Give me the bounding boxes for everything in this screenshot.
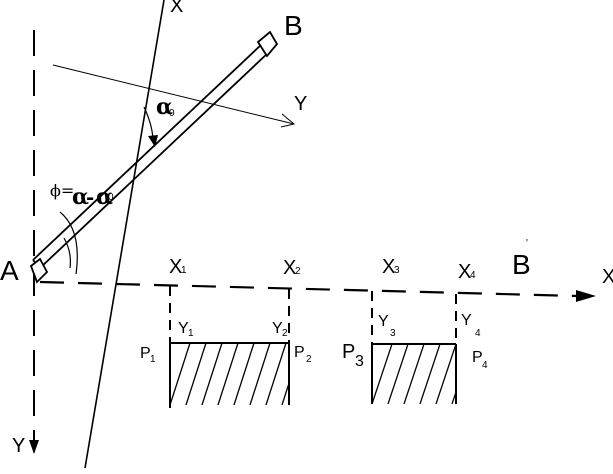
foundation-block-p3-p4: [371, 343, 457, 404]
label-y-axis: Y: [12, 435, 25, 457]
label-p1-sub: 1: [150, 354, 156, 365]
dashed-drop-lines: [169, 286, 457, 344]
label-a: A: [0, 255, 19, 286]
vertical-y-axis: [29, 30, 39, 454]
label-y-rotated: Y: [294, 93, 307, 115]
label-x-axis: X: [602, 266, 613, 288]
label-b-rod: B: [284, 10, 303, 41]
label-phi-alpha0-sub: 0: [108, 192, 114, 203]
label-y3-sub: 3: [390, 328, 396, 339]
label-x3: X: [382, 256, 395, 278]
label-p3-sub: 3: [355, 353, 364, 370]
label-alpha0: α: [156, 94, 173, 120]
label-p4-sub: 4: [482, 360, 488, 371]
rotated-x-axis: [84, 0, 165, 469]
label-alpha0-sub: 0: [169, 108, 175, 119]
rotated-y-axis: [52, 64, 296, 128]
label-x-rotated: X: [170, 0, 183, 17]
label-x3-sub: 3: [394, 265, 400, 276]
foundation-block-p1-p2: [169, 342, 290, 408]
label-y4: Y: [461, 312, 472, 329]
label-y1-sub: 1: [188, 328, 194, 339]
label-b-axis: B: [512, 249, 531, 280]
label-x2: X: [283, 257, 296, 279]
label-phi-alpha: α: [72, 184, 89, 210]
label-x1: X: [169, 256, 182, 278]
label-x4-sub: 4: [470, 270, 476, 281]
label-p2-sub: 2: [306, 354, 312, 365]
label-p1: P: [140, 345, 151, 362]
label-x1-sub: 1: [181, 265, 187, 276]
label-y3: Y: [378, 313, 389, 330]
phi-arc: [59, 211, 78, 275]
label-p4: P: [472, 349, 483, 366]
rod-ab: [29, 30, 279, 284]
label-phi: ϕ=: [50, 181, 74, 200]
label-p3: P: [342, 341, 355, 363]
pivot-a-block: [29, 257, 49, 284]
label-x2-sub: 2: [295, 266, 301, 277]
label-p2: P: [294, 344, 305, 361]
label-y4-sub: 4: [475, 328, 481, 339]
horizontal-x-axis: [39, 280, 596, 302]
label-y1: Y: [178, 320, 189, 337]
rod-end-b-block: [256, 30, 279, 58]
label-x4: X: [458, 261, 471, 283]
label-y2-sub: 2: [282, 328, 288, 339]
y-axis-arrowhead: [29, 440, 39, 454]
alpha0-arc: [143, 106, 158, 147]
label-y2: Y: [272, 320, 283, 337]
label-b-axis-tick: ': [526, 238, 528, 249]
label-phi-alpha0: α: [96, 184, 113, 210]
x-axis-arrowhead: [576, 290, 596, 302]
label-phi-dash: -: [86, 185, 94, 209]
